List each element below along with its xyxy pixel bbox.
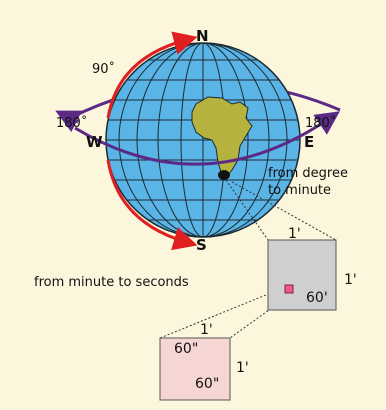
south-label: S	[196, 236, 207, 254]
second-box	[159, 337, 231, 401]
caption-degree-to-minute-1: from degree	[268, 166, 348, 181]
globe	[105, 42, 301, 238]
minute-box	[267, 239, 337, 311]
angle-90-label: 90˚	[92, 62, 116, 77]
second-box-top-label: 1'	[200, 322, 213, 338]
africa-shape	[191, 96, 253, 179]
angle-180-left-label: 180˚	[56, 116, 88, 131]
minute-box-inner-label: 60'	[306, 290, 328, 306]
north-label: N	[196, 27, 209, 45]
angle-180-right-label: 180˚	[305, 116, 337, 131]
south-africa-highlight	[218, 170, 230, 180]
meridian-arrow-top	[106, 31, 198, 119]
west-label: W	[86, 133, 103, 151]
minute-box-highlight	[284, 284, 294, 294]
caption-degree-to-minute-2: to minute	[268, 183, 332, 198]
minute-box-side-label: 1'	[344, 272, 357, 288]
east-label: E	[304, 133, 315, 151]
minute-box-top-label: 1'	[288, 226, 301, 242]
second-box-inner-top: 60"	[174, 341, 199, 357]
meridian-arrow-bottom	[106, 159, 198, 251]
caption-minute-to-seconds: from minute to seconds	[34, 275, 189, 290]
rotation-arrow-start	[55, 110, 83, 133]
second-box-side-label: 1'	[236, 360, 249, 376]
second-box-inner-bottom: 60"	[195, 376, 220, 392]
rotation-arrow-front	[74, 111, 340, 166]
